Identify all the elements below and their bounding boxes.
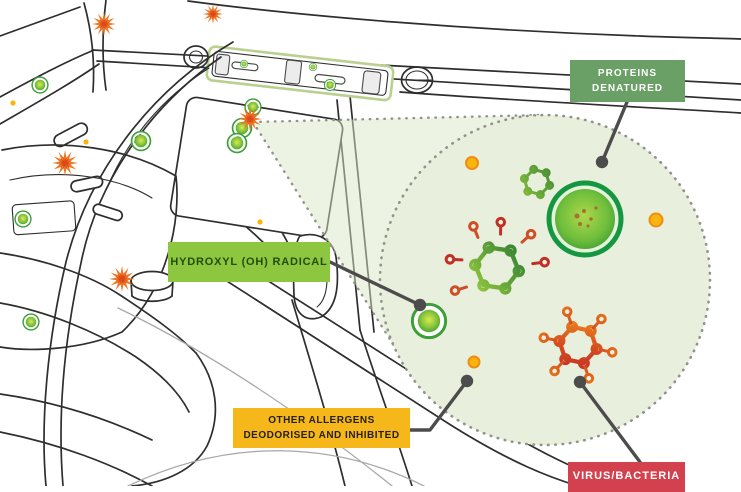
label-other-allergens: OTHER ALLERGENS DEODORISED AND INHIBITED bbox=[233, 408, 410, 448]
green-particle-icon bbox=[22, 313, 40, 331]
green-particle-icon bbox=[31, 76, 49, 94]
label-virus-text: VIRUS/BACTERIA bbox=[572, 470, 681, 482]
label-allergens-line1: OTHER ALLERGENS bbox=[268, 415, 375, 426]
callout-hydroxyl bbox=[328, 260, 427, 312]
label-proteins-line1: PROTEINS bbox=[597, 68, 658, 79]
vent-grille-middle bbox=[284, 59, 303, 85]
steering-wheel bbox=[43, 41, 234, 486]
virus-molecule-icon bbox=[537, 305, 619, 385]
yellow-particle-icon bbox=[467, 355, 481, 369]
label-allergens-line2: DEODORISED AND INHIBITED bbox=[243, 430, 400, 441]
pollen-molecule-icon bbox=[519, 164, 555, 200]
label-hydroxyl-radical: HYDROXYL (OH) RADICAL bbox=[168, 242, 330, 282]
denatured-specks bbox=[574, 206, 598, 228]
callout-proteins bbox=[595, 100, 629, 169]
callout-lines bbox=[328, 100, 642, 464]
yellow-particle-icon bbox=[648, 212, 664, 228]
windshield-line bbox=[0, 49, 95, 98]
roof-line bbox=[187, 0, 741, 40]
allergen-molecule-icon bbox=[444, 216, 551, 297]
a-pillar-line bbox=[83, 2, 95, 93]
yellow-particle-icon bbox=[257, 219, 263, 225]
windshield-line-2 bbox=[0, 63, 100, 125]
cup-holder bbox=[130, 270, 174, 303]
magnifier-cone bbox=[251, 113, 543, 370]
dash-knob-left bbox=[183, 45, 209, 69]
steering-stalks bbox=[53, 122, 124, 222]
a-pillar-line-2 bbox=[102, 0, 107, 91]
label-proteins-denatured: PROTEINS DENATURED bbox=[570, 60, 685, 102]
virus-starburst-icon bbox=[203, 4, 223, 24]
virus-starburst-icon bbox=[92, 12, 116, 36]
roof-left-line bbox=[0, 6, 81, 37]
label-virus-bacteria: VIRUS/BACTERIA bbox=[568, 462, 685, 492]
cabin-particles bbox=[10, 4, 337, 331]
vent-grille-right bbox=[361, 70, 382, 95]
label-proteins-line2: DENATURED bbox=[591, 83, 664, 94]
vent-grille-left bbox=[214, 53, 231, 76]
yellow-particle-icon bbox=[83, 139, 89, 145]
air-vent-strip bbox=[205, 45, 395, 102]
magnified-contents bbox=[410, 156, 664, 385]
protein-cell-icon bbox=[546, 180, 624, 258]
instrument-cluster bbox=[0, 144, 178, 351]
callout-allergens bbox=[408, 374, 474, 432]
yellow-particle-icon bbox=[10, 100, 16, 106]
label-hydroxyl-text: HYDROXYL (OH) RADICAL bbox=[170, 256, 328, 268]
dash-knob-right bbox=[400, 66, 434, 94]
magnified-circle bbox=[378, 113, 712, 447]
callout-virus bbox=[573, 375, 642, 464]
virus-starburst-icon bbox=[52, 150, 78, 176]
yellow-particle-icon bbox=[465, 156, 479, 170]
